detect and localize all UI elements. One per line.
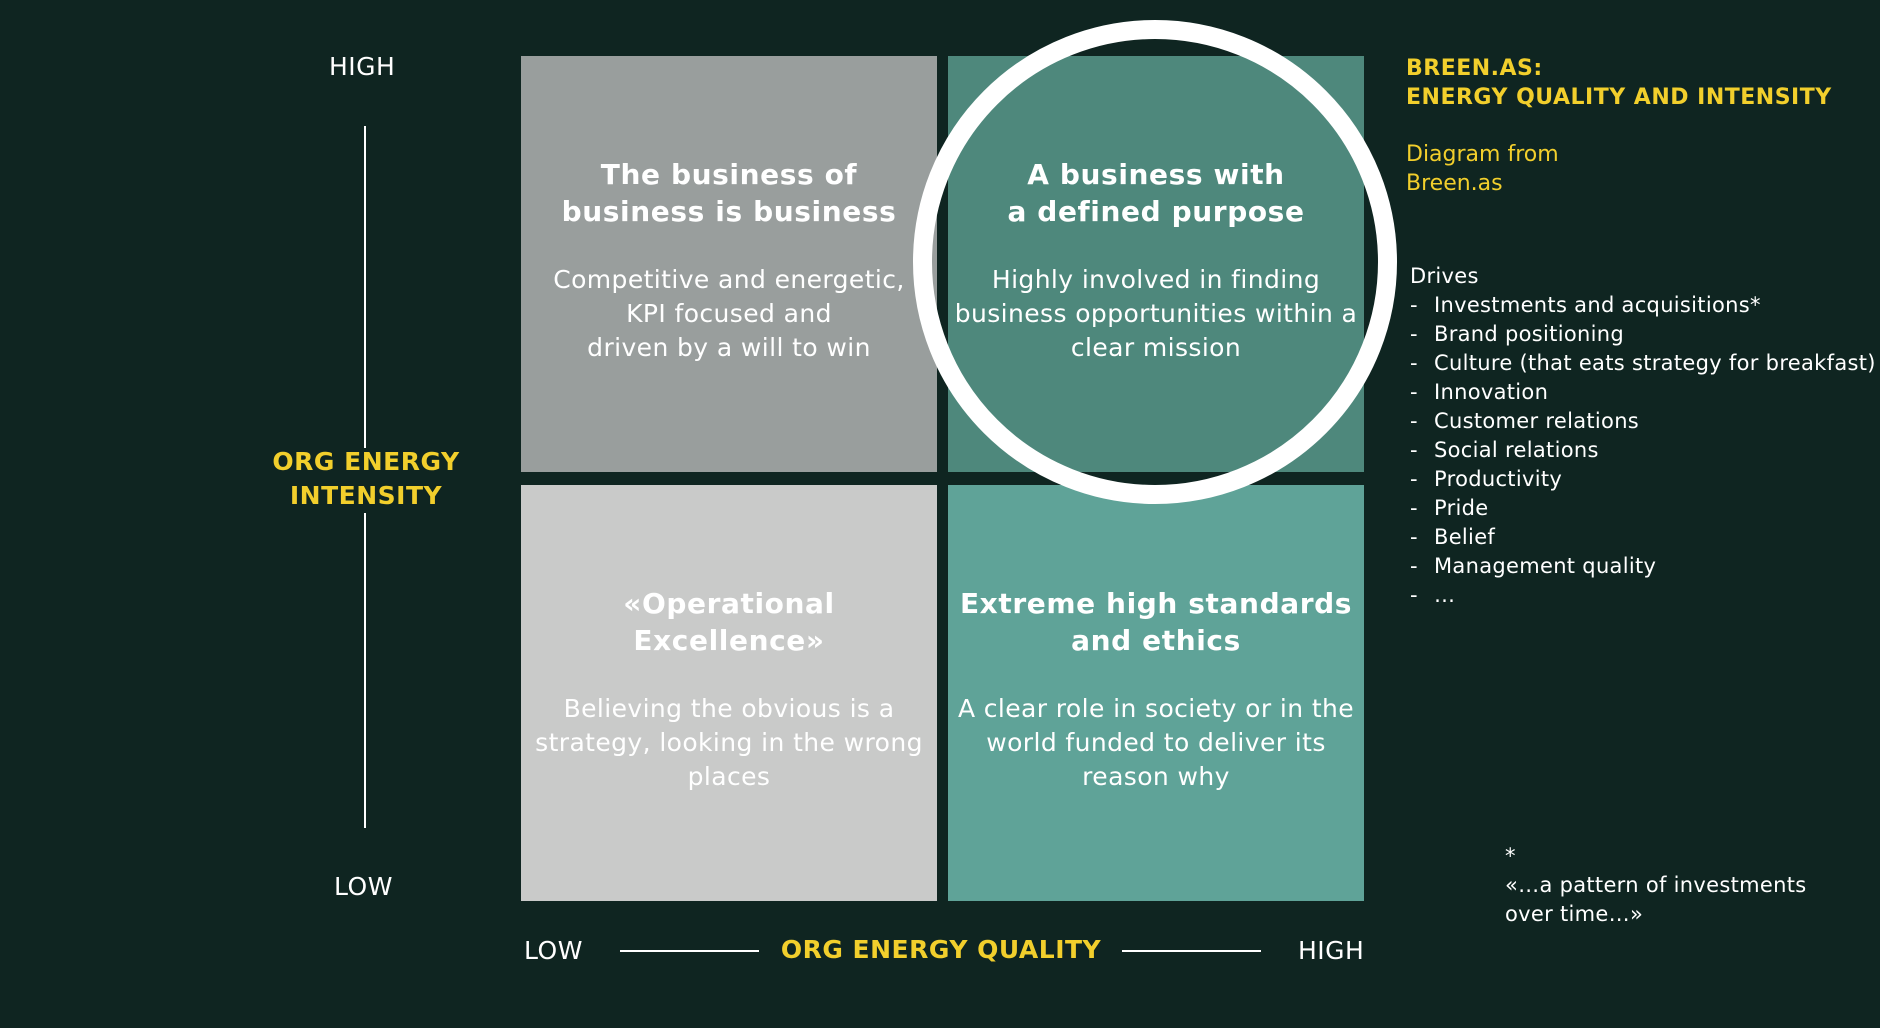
footnote: * «…a pattern of investments over time…» (1505, 844, 1807, 926)
list-item: -… (1410, 581, 1876, 610)
list-item-text: … (1434, 583, 1456, 607)
list-item: -Productivity (1410, 465, 1876, 494)
dash-bullet: - (1410, 409, 1418, 433)
dash-bullet: - (1410, 380, 1418, 404)
quadrant-description: Believing the obvious is a strategy, loo… (535, 694, 923, 791)
y-axis-line-top (364, 126, 366, 448)
dash-bullet: - (1410, 583, 1418, 607)
side-title-line1: BREEN.AS: (1406, 56, 1543, 81)
diagram-source: Diagram from Breen.as (1406, 142, 1559, 196)
list-item-text: Productivity (1434, 467, 1563, 491)
list-item-text: Social relations (1434, 438, 1599, 462)
quadrant-bottom-left: «Operational Excellence» Believing the o… (521, 485, 937, 901)
list-item-text: Brand positioning (1434, 322, 1624, 346)
list-item-text: Belief (1434, 525, 1496, 549)
quadrant-top-right: A business with a defined purpose Highly… (948, 56, 1364, 472)
side-title: BREEN.AS: ENERGY QUALITY AND INTENSITY (1406, 54, 1832, 112)
y-axis-high-label: HIGH (329, 52, 396, 81)
dash-bullet: - (1410, 438, 1418, 462)
x-axis-line-left (620, 950, 759, 952)
dash-bullet: - (1410, 351, 1418, 375)
y-axis-low-label: LOW (334, 872, 393, 901)
quadrant-title: Extreme high standards and ethics (959, 587, 1353, 657)
quadrant-description: A clear role in society or in the world … (957, 694, 1355, 791)
list-item: -Management quality (1410, 552, 1876, 581)
list-item: -Belief (1410, 523, 1876, 552)
list-item-text: Investments and acquisitions* (1434, 293, 1761, 317)
y-axis-title-line2: INTENSITY (289, 481, 443, 510)
y-axis-line-bottom (364, 513, 366, 828)
quadrant-bottom-right: Extreme high standards and ethics A clea… (948, 485, 1364, 901)
quadrant-title: The business of business is business (561, 158, 897, 228)
dash-bullet: - (1410, 554, 1418, 578)
quadrant-description: Highly involved in finding business oppo… (954, 265, 1358, 362)
x-axis-line-right (1122, 950, 1261, 952)
drives-heading: Drives (1410, 264, 1479, 288)
side-title-line2: ENERGY QUALITY AND INTENSITY (1406, 85, 1832, 110)
x-axis-title: ORG ENERGY QUALITY (780, 935, 1102, 964)
y-axis-title-line1: ORG ENERGY (272, 447, 460, 476)
quadrant-top-left: The business of business is business Com… (521, 56, 937, 472)
dash-bullet: - (1410, 525, 1418, 549)
list-item-text: Pride (1434, 496, 1489, 520)
dash-bullet: - (1410, 322, 1418, 346)
dash-bullet: - (1410, 467, 1418, 491)
list-item: -Social relations (1410, 436, 1876, 465)
quadrant-title: «Operational Excellence» (623, 587, 835, 657)
drives-list: Drives -Investments and acquisitions*-Br… (1410, 262, 1876, 610)
quadrant-description: Competitive and energetic, KPI focused a… (553, 265, 905, 362)
drives-items: -Investments and acquisitions*-Brand pos… (1410, 291, 1876, 610)
list-item: -Pride (1410, 494, 1876, 523)
y-axis-title: ORG ENERGY INTENSITY (246, 445, 486, 513)
quadrant-title: A business with a defined purpose (1007, 158, 1305, 228)
x-axis-low-label: LOW (524, 936, 583, 965)
dash-bullet: - (1410, 496, 1418, 520)
list-item: -Customer relations (1410, 407, 1876, 436)
list-item: -Investments and acquisitions* (1410, 291, 1876, 320)
list-item-text: Customer relations (1434, 409, 1640, 433)
list-item: -Brand positioning (1410, 320, 1876, 349)
list-item: -Innovation (1410, 378, 1876, 407)
list-item-text: Innovation (1434, 380, 1549, 404)
dash-bullet: - (1410, 293, 1418, 317)
x-axis-high-label: HIGH (1298, 936, 1365, 965)
list-item-text: Management quality (1434, 554, 1657, 578)
list-item: -Culture (that eats strategy for breakfa… (1410, 349, 1876, 378)
list-item-text: Culture (that eats strategy for breakfas… (1434, 351, 1876, 375)
